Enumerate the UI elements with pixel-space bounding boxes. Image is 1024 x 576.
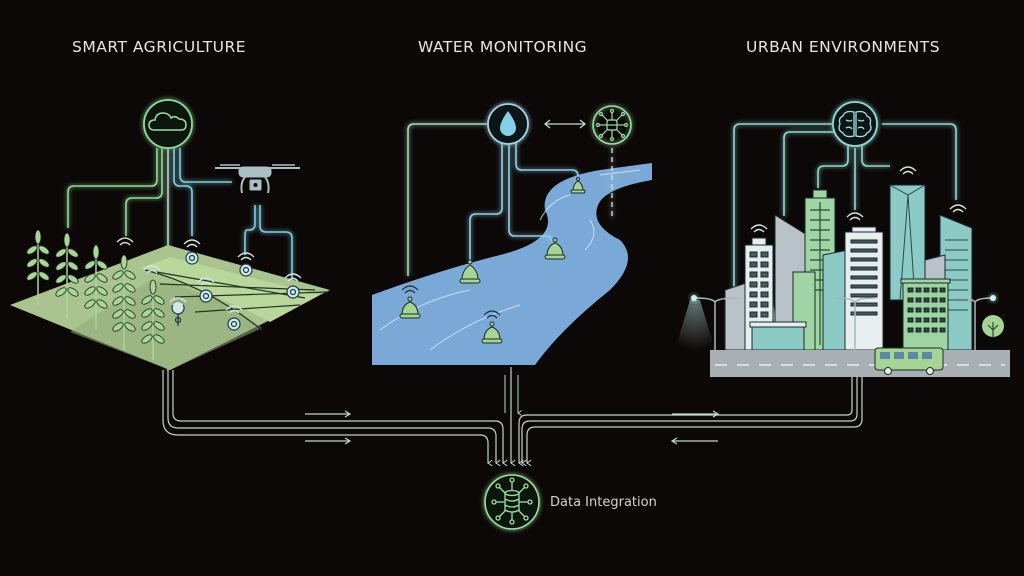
urban-wifi-icons — [750, 166, 967, 233]
wifi-icon — [237, 252, 255, 261]
street-lights — [675, 295, 996, 350]
section-title-urban: URBAN ENVIRONMENTS — [746, 38, 941, 56]
wifi-icon — [750, 224, 768, 233]
section-title-agriculture: SMART AGRICULTURE — [72, 38, 247, 56]
water-drop-hub-icon[interactable] — [487, 103, 529, 145]
field-sensor-icon — [239, 263, 253, 277]
field-sensor-icon — [199, 289, 213, 303]
buoy-sensor-icon — [399, 296, 421, 319]
agri-connectors — [67, 148, 293, 370]
street-light-icon — [834, 297, 876, 350]
street-light-icon — [954, 297, 993, 350]
wifi-icon — [143, 265, 161, 274]
wifi-icon — [284, 273, 302, 282]
brain-hub-icon[interactable] — [832, 101, 878, 147]
bus-stop-icon — [749, 321, 807, 351]
bus-icon — [874, 347, 944, 375]
agri-wifi-icons — [116, 237, 302, 314]
urban-connectors — [733, 123, 957, 290]
city-buildings — [724, 184, 973, 351]
wifi-icon — [846, 212, 864, 221]
data-network-icon[interactable] — [592, 105, 632, 145]
buoy-sensors — [399, 177, 586, 344]
agriculture-section — [10, 99, 330, 370]
buoy-sensor-icon — [481, 321, 503, 344]
wifi-icon — [899, 166, 917, 175]
urban-section — [675, 101, 1010, 377]
crop-plants — [26, 229, 165, 360]
building-icon — [902, 281, 949, 351]
wifi-icon — [169, 297, 187, 306]
wifi-icon — [949, 204, 967, 213]
road — [710, 350, 1010, 377]
wifi-icon — [225, 305, 243, 314]
field-sensors — [171, 251, 300, 331]
bidirectional-arrow-icon — [543, 119, 587, 129]
field-sensor-icon — [286, 285, 300, 299]
tree-icon — [982, 315, 1004, 338]
flow-arrow-icons — [305, 410, 720, 445]
wifi-icon — [183, 239, 201, 248]
street-light-icon — [695, 297, 739, 350]
buoy-sensor-icon — [570, 177, 586, 194]
water-wifi-icons — [401, 285, 501, 319]
wifi-icon — [116, 237, 134, 246]
data-integration-hub-icon[interactable] — [484, 474, 540, 530]
wifi-icon — [483, 310, 501, 319]
wifi-icon — [197, 277, 215, 286]
cloud-hub-icon[interactable] — [143, 99, 193, 149]
field-sensor-icon — [185, 251, 199, 265]
buoy-sensor-icon — [544, 237, 566, 260]
buoy-sensor-icon — [459, 259, 481, 284]
field-sensor-icon — [227, 317, 241, 331]
drone-icon — [215, 164, 300, 194]
section-title-water: WATER MONITORING — [418, 38, 588, 56]
wifi-icon — [401, 285, 419, 294]
data-flow-lines — [162, 367, 863, 467]
farm-field — [10, 245, 330, 370]
water-section — [372, 103, 652, 365]
data-integration-label: Data Integration — [550, 495, 657, 510]
river — [372, 163, 652, 365]
water-connectors — [407, 123, 613, 276]
